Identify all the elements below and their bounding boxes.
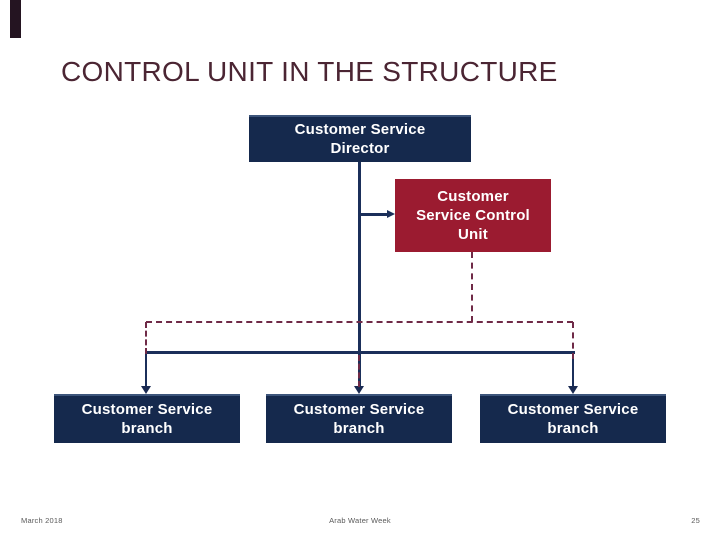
org-node-label-line: Customer Service [507, 400, 639, 418]
org-node-label-line: Customer Service [293, 400, 425, 418]
org-node-label-line: Service Control [416, 207, 530, 224]
dashed-connector-control-unit-vertical [471, 252, 473, 322]
arrow-down-icon [141, 386, 151, 394]
org-node-label-line: Customer [437, 188, 509, 205]
dashed-connector-drop-right [572, 322, 574, 359]
org-node-label-line: Director [330, 139, 390, 157]
connector-director-vertical [358, 161, 361, 353]
footer-date: March 2018 [21, 516, 63, 525]
org-node-label-line: Customer Service [294, 120, 426, 138]
arrow-down-icon [568, 386, 578, 394]
arrow-down-icon [354, 386, 364, 394]
dashed-connector-horizontal [146, 321, 573, 323]
org-node-control-unit: Customer Service Control Unit [395, 179, 551, 252]
org-node-label-line: branch [547, 419, 599, 437]
footer-page-number: 25 [691, 516, 700, 525]
org-node-director: Customer Service Director [249, 115, 471, 162]
page-title: CONTROL UNIT IN THE STRUCTURE [61, 56, 558, 87]
org-node-label-line: branch [121, 419, 173, 437]
arrow-right-icon [387, 210, 395, 218]
org-node-branch-3: Customer Service branch [480, 394, 666, 443]
connector-drop-branch-1 [145, 351, 147, 387]
org-node-label-line: branch [333, 419, 385, 437]
org-node-branch-2: Customer Service branch [266, 394, 452, 443]
connector-drop-branch-3 [572, 351, 574, 387]
corner-accent-bar [10, 0, 21, 38]
org-node-label-line: Customer Service [81, 400, 213, 418]
dashed-connector-drop-left [145, 322, 147, 354]
connector-distribution-horizontal [145, 351, 575, 354]
dashed-connector-drop-middle [358, 355, 360, 387]
org-node-label-line: Unit [458, 226, 488, 243]
org-node-branch-1: Customer Service branch [54, 394, 240, 443]
footer-event-name: Arab Water Week [329, 516, 391, 525]
connector-elbow-to-control-unit [359, 213, 387, 216]
